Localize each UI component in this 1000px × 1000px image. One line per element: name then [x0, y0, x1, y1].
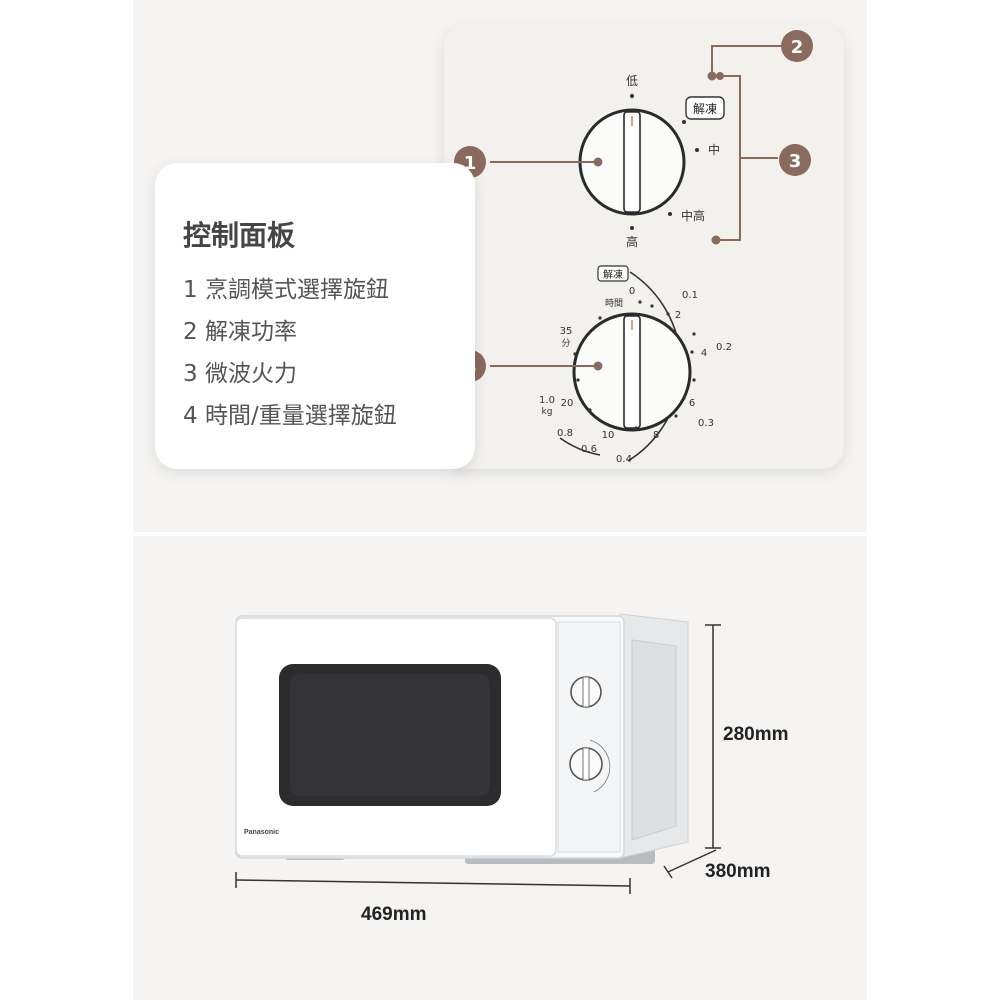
power-high-label: 高 [626, 234, 638, 249]
legend-card [155, 163, 475, 469]
timer-defrost-label: 解凍 [603, 268, 623, 281]
width-dimension-line [235, 872, 631, 894]
section-divider [133, 532, 867, 536]
width-dimension-label: 469mm [361, 904, 427, 925]
depth-dimension-line [663, 849, 717, 879]
microwave-brand-logo: Panasonic [244, 829, 279, 836]
timer-6-label: 6 [689, 398, 695, 409]
weight-08-label: 0.8 [557, 428, 573, 439]
weight-04-label: 0.4 [616, 454, 632, 465]
power-mid-high-label: 中高 [681, 208, 705, 223]
legend-item-microwave-power: 3 微波火力 [183, 361, 297, 387]
timer-2-label: 2 [675, 310, 681, 321]
weight-10-label: 1.0 [539, 395, 555, 406]
callout-lines [490, 45, 784, 371]
weight-kg-label: kg [542, 407, 553, 417]
legend-item-defrost-power: 2 解凍功率 [183, 319, 297, 345]
weight-06-label: 0.6 [581, 444, 597, 455]
timer-dial: 解凍 0 時間 35 分 2 4 6 8 10 20 0.1 0.2 0.3 0… [539, 265, 732, 465]
height-dimension-line [705, 624, 721, 849]
timer-4-label: 4 [701, 348, 707, 359]
callout-3: 3 [779, 144, 811, 176]
timer-8-label: 8 [653, 430, 659, 441]
legend-item-timer-knob: 4 時間/重量選擇旋鈕 [183, 403, 397, 429]
legend-title: 控制面板 [183, 219, 296, 252]
power-defrost-label: 解凍 [693, 102, 717, 116]
microwave-control-panel [557, 621, 621, 853]
svg-text:2: 2 [791, 37, 804, 58]
depth-dimension-label: 380mm [705, 861, 771, 882]
callout-2: 2 [781, 30, 813, 62]
height-dimension-label: 280mm [723, 724, 789, 745]
weight-01-label: 0.1 [682, 290, 698, 301]
legend-item-mode-knob: 1 烹調模式選擇旋鈕 [183, 277, 389, 303]
timer-zero-label: 0 [629, 286, 635, 297]
timer-20-label: 20 [561, 398, 574, 409]
timer-35-label: 35 [560, 326, 573, 337]
timer-time-label: 時間 [605, 298, 623, 309]
weight-02-label: 0.2 [716, 342, 732, 353]
power-low-label: 低 [626, 74, 638, 88]
svg-text:3: 3 [789, 151, 802, 172]
timer-minutes-label: 分 [561, 338, 570, 349]
weight-03-label: 0.3 [698, 418, 714, 429]
power-mid-label: 中 [708, 142, 720, 157]
timer-10-label: 10 [602, 430, 615, 441]
power-dial: 低 解凍 中 中高 高 [578, 74, 725, 249]
